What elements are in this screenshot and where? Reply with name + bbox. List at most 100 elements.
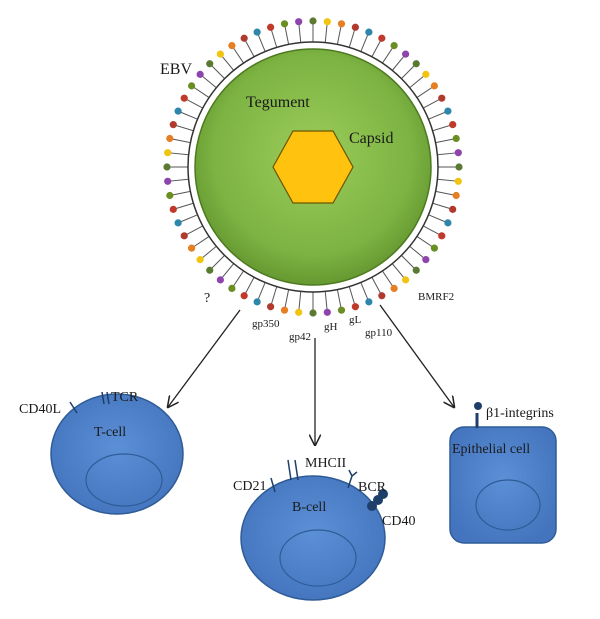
glycoprotein-spike-head bbox=[267, 303, 275, 311]
glycoprotein-spike-head bbox=[390, 284, 398, 292]
glycoprotein-spike-head bbox=[452, 191, 460, 200]
glycoprotein-spike-head bbox=[390, 42, 398, 50]
glycoprotein-spike-head bbox=[449, 205, 457, 213]
glycoprotein-spike-head bbox=[454, 149, 462, 157]
envelope-spikes bbox=[163, 17, 463, 317]
b-cell: B-cell CD21 MHCII BCR CD40 bbox=[233, 456, 415, 601]
b-cell-label: B-cell bbox=[292, 500, 326, 515]
glycoprotein-spike-head bbox=[402, 276, 410, 284]
cd40-label: CD40 bbox=[382, 514, 415, 529]
glycoprotein-spike-head bbox=[309, 309, 317, 317]
glycoprotein-spike-head bbox=[455, 163, 463, 171]
glycoprotein-spike-head bbox=[206, 266, 214, 274]
mhcii-receptor-1 bbox=[287, 459, 292, 481]
glycoprotein-spike-head bbox=[180, 94, 188, 102]
glycoprotein-spike-head bbox=[240, 292, 248, 300]
glycoprotein-spike-head bbox=[323, 18, 331, 26]
gl-label: gL bbox=[349, 314, 362, 326]
glycoprotein-spike-head bbox=[422, 70, 430, 78]
tcr-receptor-2 bbox=[106, 391, 110, 405]
glycoprotein-spike-head bbox=[430, 82, 438, 90]
glycoprotein-spike-head bbox=[216, 276, 224, 284]
glycoprotein-spike-head bbox=[280, 20, 289, 28]
tcr-receptor-1 bbox=[101, 391, 105, 405]
glycoprotein-spike-head bbox=[452, 134, 460, 143]
mhcii-label: MHCII bbox=[305, 456, 347, 471]
gp350-label: gp350 bbox=[252, 318, 280, 330]
glycoprotein-spike-head bbox=[454, 177, 462, 185]
glycoprotein-spike-head bbox=[412, 266, 420, 274]
glycoprotein-spike-head bbox=[351, 303, 359, 311]
mhcii-receptor-2 bbox=[294, 459, 299, 481]
glycoprotein-spike-head bbox=[196, 256, 204, 264]
bmrf2-label: BMRF2 bbox=[418, 291, 454, 303]
glycoprotein-spike-head bbox=[309, 17, 317, 25]
epithelial-cell-body bbox=[449, 426, 557, 544]
cd40-receptor bbox=[367, 489, 388, 511]
glycoprotein-spike-head bbox=[444, 219, 452, 227]
glycoprotein-spike-head bbox=[444, 107, 452, 115]
t-cell-nucleus bbox=[85, 453, 163, 507]
cd40l-receptor bbox=[69, 401, 78, 414]
tegument-label: Tegument bbox=[246, 94, 310, 111]
glycoprotein-spike-head bbox=[169, 205, 177, 213]
capsid-label: Capsid bbox=[349, 130, 393, 147]
bcr-label: BCR bbox=[358, 480, 387, 495]
glycoprotein-spike-head bbox=[228, 42, 236, 50]
glycoprotein-spike-head bbox=[295, 308, 303, 316]
gh-label: gH bbox=[324, 321, 338, 333]
bcr-receptor bbox=[347, 469, 358, 489]
glycoprotein-spike-head bbox=[206, 60, 214, 68]
arrow-to-epithelial-cell bbox=[379, 304, 454, 407]
epithelial-cell-nucleus bbox=[475, 479, 541, 531]
glycoprotein-spike-head bbox=[438, 232, 446, 240]
b-cell-body bbox=[240, 475, 386, 601]
glycoprotein-spike-head bbox=[295, 18, 303, 26]
glycoprotein-spike-head bbox=[438, 94, 446, 102]
glycoprotein-spike-head bbox=[430, 244, 438, 252]
beta1-integrins-label: β1-integrins bbox=[486, 406, 554, 421]
glycoprotein-spike-head bbox=[280, 306, 289, 314]
glycoprotein-spike-head bbox=[449, 121, 457, 129]
glycoprotein-spike-head bbox=[228, 284, 236, 292]
tcr-label: TCR bbox=[111, 390, 139, 405]
glycoprotein-spike-head bbox=[267, 23, 275, 31]
glycoprotein-spike-head bbox=[216, 50, 224, 58]
epithelial-cell-label: Epithelial cell bbox=[452, 442, 530, 457]
gp110-label: gp110 bbox=[365, 327, 393, 339]
cd21-receptor bbox=[270, 477, 276, 493]
glycoprotein-spike-head bbox=[166, 191, 174, 200]
glycoprotein-spike-head bbox=[402, 50, 410, 58]
glycoprotein-spike-head bbox=[412, 60, 420, 68]
beta1-integrin-receptor bbox=[474, 402, 482, 428]
ebv-label: EBV bbox=[160, 61, 192, 78]
glycoprotein-spike-head bbox=[351, 23, 359, 31]
glycoprotein-spike-head bbox=[365, 28, 373, 36]
glycoprotein-spike-head bbox=[337, 306, 346, 314]
cd40l-label: CD40L bbox=[19, 402, 61, 417]
glycoprotein-spike-head bbox=[188, 82, 196, 90]
glycoprotein-spike-head bbox=[323, 308, 331, 316]
glycoprotein-spike-head bbox=[378, 292, 386, 300]
glycoprotein-spike-head bbox=[180, 232, 188, 240]
t-cell: T-cell CD40L TCR bbox=[19, 390, 184, 515]
cd21-label: CD21 bbox=[233, 479, 266, 494]
glycoprotein-spike-head bbox=[169, 121, 177, 129]
capsid-hexagon bbox=[272, 130, 354, 204]
glycoprotein-spike-head bbox=[174, 107, 182, 115]
glycoprotein-spike-head bbox=[422, 256, 430, 264]
glycoprotein-spike-head bbox=[337, 20, 346, 28]
unknown-marker: ? bbox=[204, 291, 210, 306]
glycoprotein-spike-head bbox=[164, 177, 172, 185]
glycoprotein-spike-head bbox=[253, 28, 261, 36]
glycoprotein-spike-head bbox=[188, 244, 196, 252]
arrow-to-t-cell bbox=[168, 309, 241, 407]
glycoprotein-spike-head bbox=[253, 298, 261, 306]
gp42-label: gp42 bbox=[289, 331, 311, 343]
glycoprotein-spike-head bbox=[240, 34, 248, 42]
glycoprotein-spike-head bbox=[174, 219, 182, 227]
glycoprotein-spike-head bbox=[163, 163, 171, 171]
b-cell-nucleus bbox=[279, 529, 357, 587]
glycoprotein-spike-head bbox=[378, 34, 386, 42]
